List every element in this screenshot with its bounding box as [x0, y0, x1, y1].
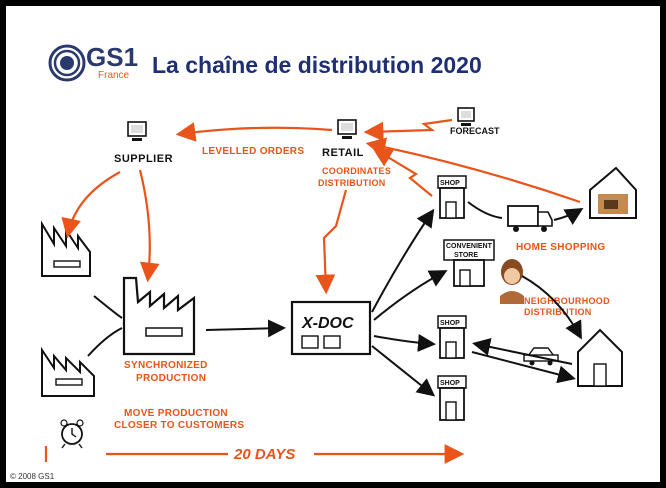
- shop-bottom-label: SHOP: [440, 380, 460, 387]
- coordinates-label-line2: DISTRIBUTION: [318, 178, 386, 188]
- logo-text: GS1: [86, 42, 139, 72]
- shop-middle-icon: [437, 315, 467, 359]
- copyright-footer: © 2008 GS1: [10, 472, 55, 481]
- forecast-label: FORECAST: [450, 126, 500, 136]
- neighbourhood-house-icon: [577, 328, 623, 387]
- black-arrows: [87, 201, 584, 397]
- logo-subtitle: France: [98, 70, 130, 81]
- twenty-days-label: 20 DAYS: [233, 446, 295, 463]
- xdoc-label: X-DOC: [301, 315, 354, 332]
- retail-computer-icon: [337, 119, 357, 139]
- shop-top-icon: [437, 175, 467, 219]
- xdoc-building-icon: [290, 300, 372, 356]
- shop-middle-label: SHOP: [440, 320, 460, 327]
- home-shopping-label: HOME SHOPPING: [516, 242, 605, 253]
- forecast-computer-icon: [457, 107, 475, 126]
- move-production-label-line2: CLOSER TO CUSTOMERS: [114, 420, 244, 431]
- factory-synchronized-icon: [122, 276, 196, 356]
- synchronized-label-line2: PRODUCTION: [136, 373, 206, 384]
- orange-arrows: [44, 118, 581, 464]
- convenient-label-line2: STORE: [454, 252, 478, 259]
- neighbourhood-label-line2: DISTRIBUTION: [524, 307, 592, 317]
- supplier-computer-icon: [127, 121, 147, 141]
- person-icon: [500, 259, 524, 304]
- factory-top-left-icon: [41, 220, 91, 277]
- supply-chain-diagram: SUPPLIER RETAIL FORECAST LEVELLED ORDERS…: [41, 107, 637, 464]
- retail-label: RETAIL: [322, 147, 364, 159]
- convenient-label-line1: CONVENIENT: [446, 243, 493, 250]
- page-title: La chaîne de distribution 2020: [152, 52, 482, 78]
- shop-top-label: SHOP: [440, 180, 460, 187]
- shop-bottom-icon: [437, 375, 467, 421]
- home-house-icon: [589, 166, 637, 219]
- synchronized-label-line1: SYNCHRONIZED: [124, 360, 208, 371]
- factory-bottom-left-icon: [41, 346, 95, 397]
- convenient-store-icon: [443, 239, 495, 287]
- days-label-bg: [228, 442, 314, 464]
- supplier-label: SUPPLIER: [114, 153, 173, 165]
- neighbourhood-label-line1: NEIGHBOURHOOD: [524, 296, 610, 306]
- move-production-label-line1: MOVE PRODUCTION: [124, 408, 228, 419]
- delivery-truck-icon: [507, 205, 553, 232]
- gs1-logo-icon: [48, 44, 86, 82]
- slide: GS1 France La chaîne de distribution 202…: [6, 6, 660, 482]
- coordinates-label-line1: COORDINATES: [322, 166, 391, 176]
- alarm-clock-icon: [60, 419, 84, 449]
- levelled-orders-label: LEVELLED ORDERS: [202, 146, 304, 157]
